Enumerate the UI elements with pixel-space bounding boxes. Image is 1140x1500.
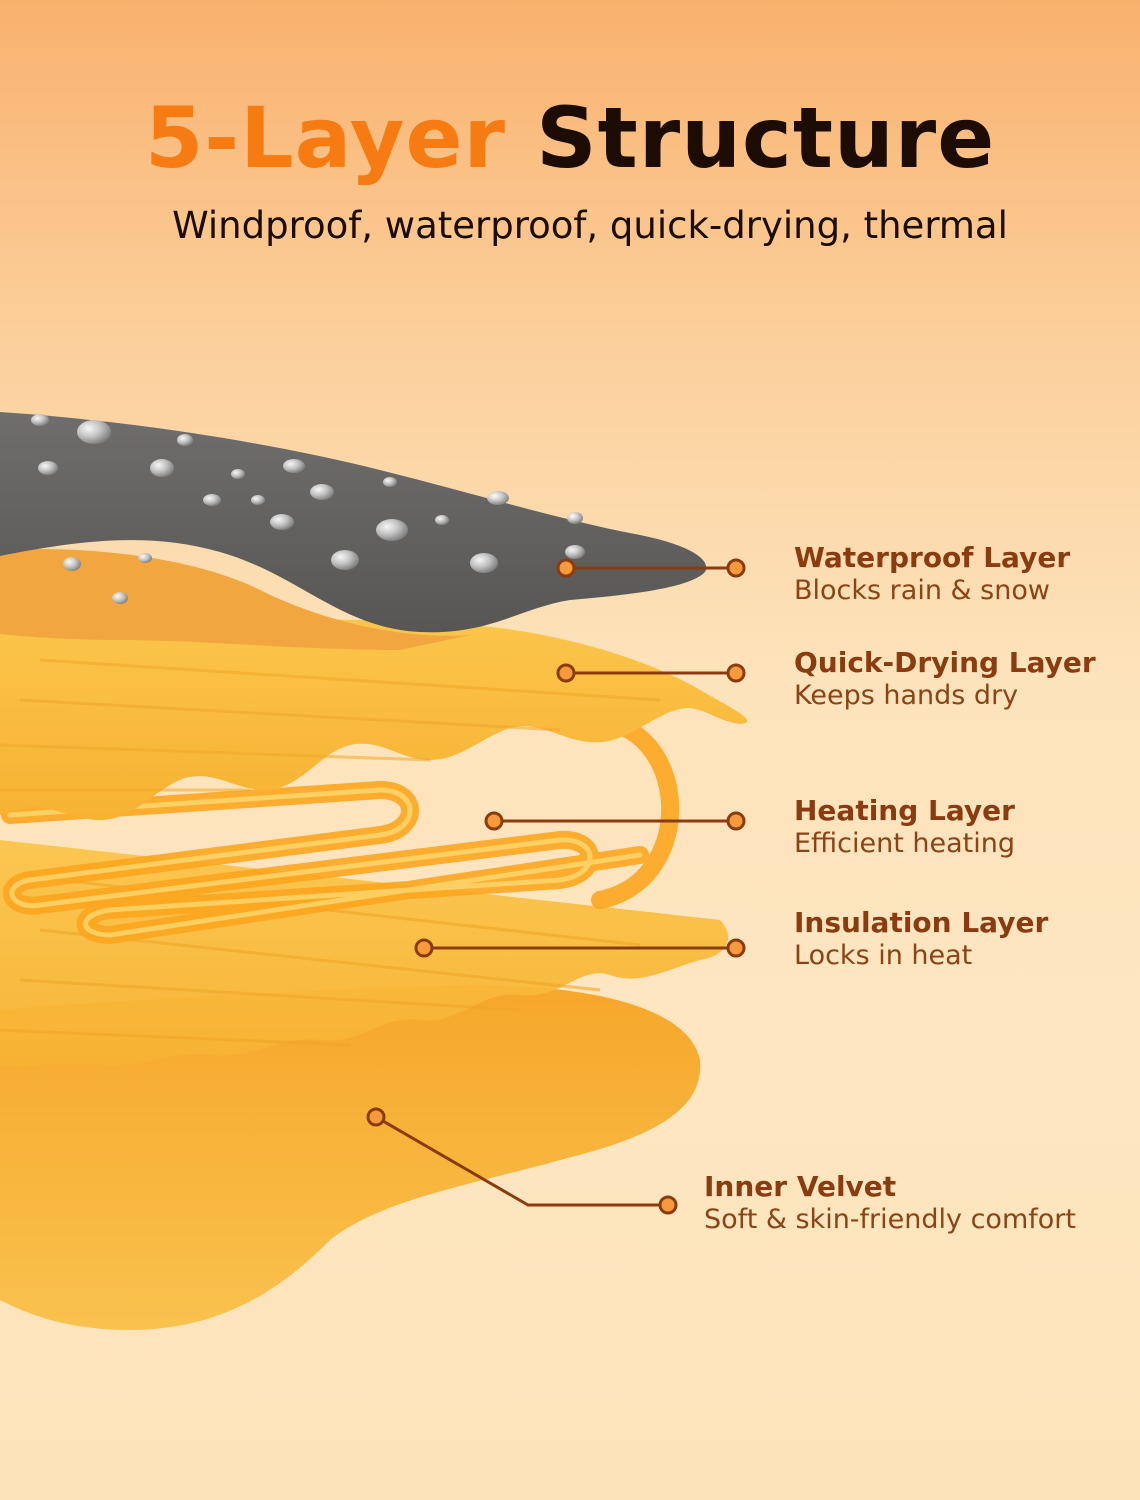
layer-name: Inner Velvet bbox=[704, 1170, 897, 1203]
callout-dot bbox=[366, 1107, 386, 1127]
waterproof-fabric bbox=[0, 412, 707, 633]
layer-name: Heating Layer bbox=[794, 794, 1015, 827]
water-droplets bbox=[31, 414, 585, 604]
layer-name: Waterproof Layer bbox=[794, 541, 1071, 574]
callout-dot bbox=[484, 811, 504, 831]
waterproof-fabric-underside bbox=[0, 549, 470, 650]
title-accent: 5-Layer bbox=[144, 89, 506, 187]
label-insulation-layer: Insulation Layer Locks in heat bbox=[794, 906, 1048, 972]
label-inner-velvet: Inner Velvet Soft & skin-friendly comfor… bbox=[704, 1170, 1076, 1236]
title-main: Structure bbox=[536, 89, 996, 187]
layer-desc: Keeps hands dry bbox=[794, 680, 1019, 711]
label-heating-layer: Heating Layer Efficient heating bbox=[794, 794, 1015, 860]
callout-dot bbox=[726, 811, 746, 831]
inner-velvet-fabric bbox=[0, 985, 701, 1330]
callout-lines bbox=[375, 566, 736, 1207]
callout-dot bbox=[556, 558, 576, 578]
callout-dot bbox=[726, 663, 746, 683]
callout-dots bbox=[366, 558, 746, 1215]
layer-desc: Locks in heat bbox=[794, 940, 973, 971]
layer-name: Quick-Drying Layer bbox=[794, 646, 1096, 679]
layer-desc: Blocks rain & snow bbox=[794, 575, 1050, 606]
quick-drying-ridges bbox=[0, 658, 661, 792]
callout-dot bbox=[414, 938, 434, 958]
label-waterproof-layer: Waterproof Layer Blocks rain & snow bbox=[794, 541, 1070, 607]
callout-line-velvet bbox=[375, 1115, 668, 1207]
insulation-ridges bbox=[0, 878, 641, 1047]
layer-desc: Soft & skin-friendly comfort bbox=[704, 1204, 1076, 1235]
callout-dot bbox=[556, 663, 576, 683]
callout-dot bbox=[658, 1195, 678, 1215]
callout-dot bbox=[726, 558, 746, 578]
label-quick-drying-layer: Quick-Drying Layer Keeps hands dry bbox=[794, 646, 1096, 712]
callout-dot bbox=[726, 938, 746, 958]
page-title: 5-Layer Structure bbox=[0, 88, 1140, 188]
layer-name: Insulation Layer bbox=[794, 906, 1049, 939]
layer-desc: Efficient heating bbox=[794, 828, 1016, 859]
page-subtitle: Windproof, waterproof, quick-drying, the… bbox=[172, 204, 1008, 247]
